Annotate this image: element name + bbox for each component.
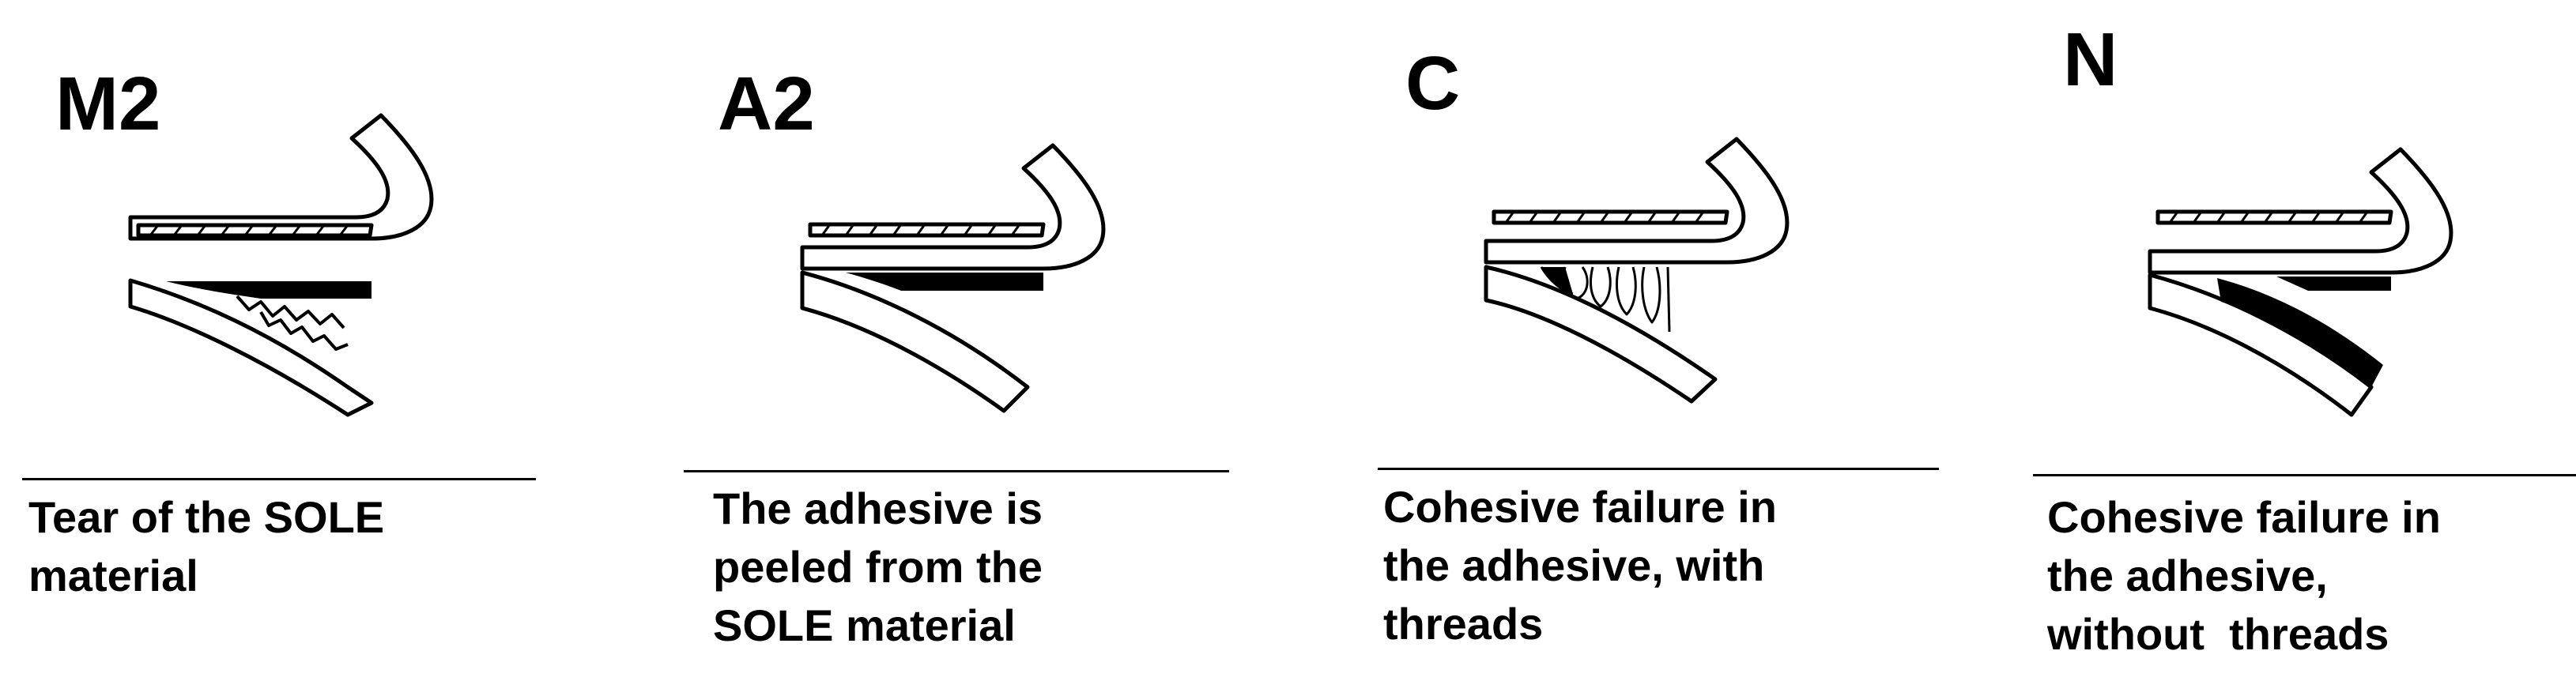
divider (1378, 468, 1939, 470)
failure-code: M2 (55, 62, 161, 146)
sole-material (800, 270, 1030, 413)
adhesive-layer (1486, 267, 1573, 294)
failure-diagram-c (1484, 137, 1790, 404)
lining-strip (808, 222, 1046, 238)
lining-strip (2155, 209, 2393, 225)
divider (684, 470, 1229, 472)
lining-strip (136, 223, 374, 238)
failure-diagram-a2 (800, 143, 1106, 413)
caption-line: Tear of the SOLE (28, 492, 385, 542)
upper-material (2148, 147, 2453, 275)
caption-line: material (28, 551, 198, 600)
panel-n: N Cohesive failure in the adhesive, with… (1960, 0, 2576, 696)
caption-line: Cohesive failure in (2047, 492, 2441, 542)
failure-code: N (2063, 17, 2118, 102)
adhesive-layer-upper (2276, 277, 2391, 291)
caption: Tear of the SOLE material (28, 488, 384, 605)
caption-line: The adhesive is (713, 483, 1043, 533)
upper-material (128, 113, 434, 241)
failure-diagram-n (2148, 147, 2453, 417)
divider (22, 478, 536, 480)
caption: Cohesive failure in the adhesive, with t… (1383, 478, 1777, 653)
panel-c: C Cohesive fai (1304, 0, 1939, 696)
failure-code: C (1405, 41, 1461, 126)
caption-line: without threads (2047, 609, 2389, 659)
failure-code: A2 (718, 62, 815, 146)
caption-line: Cohesive failure in (1383, 482, 1777, 532)
caption-line: peeled from the (713, 542, 1043, 592)
panel-a2: A2 The adhesive is peeled from the SOLE … (648, 0, 1280, 696)
adhesive-layer-lower (2217, 278, 2383, 387)
sole-material (128, 278, 374, 417)
caption-line: the adhesive, (2047, 551, 2328, 600)
upper-material (800, 143, 1106, 271)
caption-line: the adhesive, with (1383, 540, 1765, 590)
caption-line: SOLE material (713, 600, 1016, 650)
sole-material (1484, 265, 1718, 404)
caption-line: threads (1383, 599, 1544, 649)
panel-m2: M2 Tear of the SOLE material (0, 0, 632, 696)
tear-edge (236, 295, 345, 329)
adhesive-layer (846, 273, 1043, 291)
caption: The adhesive is peeled from the SOLE mat… (713, 480, 1043, 655)
failure-diagram-m2 (128, 113, 434, 417)
caption: Cohesive failure in the adhesive, withou… (2047, 488, 2441, 664)
divider (2033, 474, 2576, 476)
adhesive-layer (166, 281, 372, 299)
lining-strip (1492, 209, 1729, 225)
upper-material (1484, 137, 1790, 265)
